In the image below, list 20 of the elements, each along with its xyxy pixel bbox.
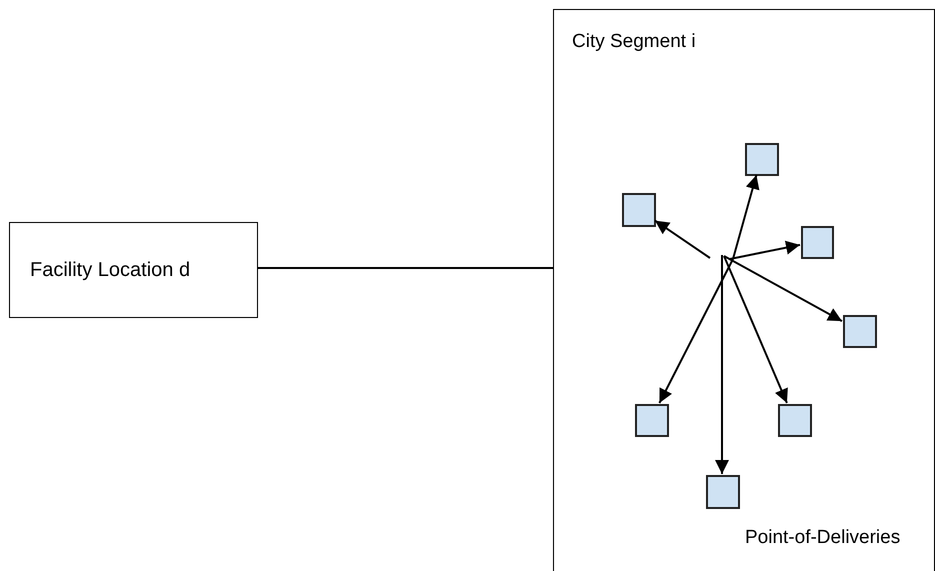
delivery-point-square (843, 315, 877, 348)
arrow (654, 220, 711, 259)
segment-heading: City Segment i (572, 30, 696, 54)
delivery-point-square (745, 143, 779, 176)
connector-line (258, 267, 553, 269)
arrow (730, 240, 800, 260)
arrow (715, 255, 729, 474)
segment-frame (553, 9, 935, 571)
facility-label: Facility Location d (30, 258, 190, 283)
arrow (732, 174, 760, 260)
delivery-point-square (801, 226, 834, 259)
arrow (724, 255, 842, 322)
delivery-point-square (706, 475, 740, 509)
delivery-point-square (778, 404, 812, 437)
facility-box (9, 222, 258, 318)
group-caption: Point-of-Deliveries (745, 526, 900, 550)
delivery-point-square (635, 404, 669, 437)
arrow (658, 258, 734, 404)
delivery-point-square (622, 193, 656, 227)
arrow (723, 256, 788, 404)
